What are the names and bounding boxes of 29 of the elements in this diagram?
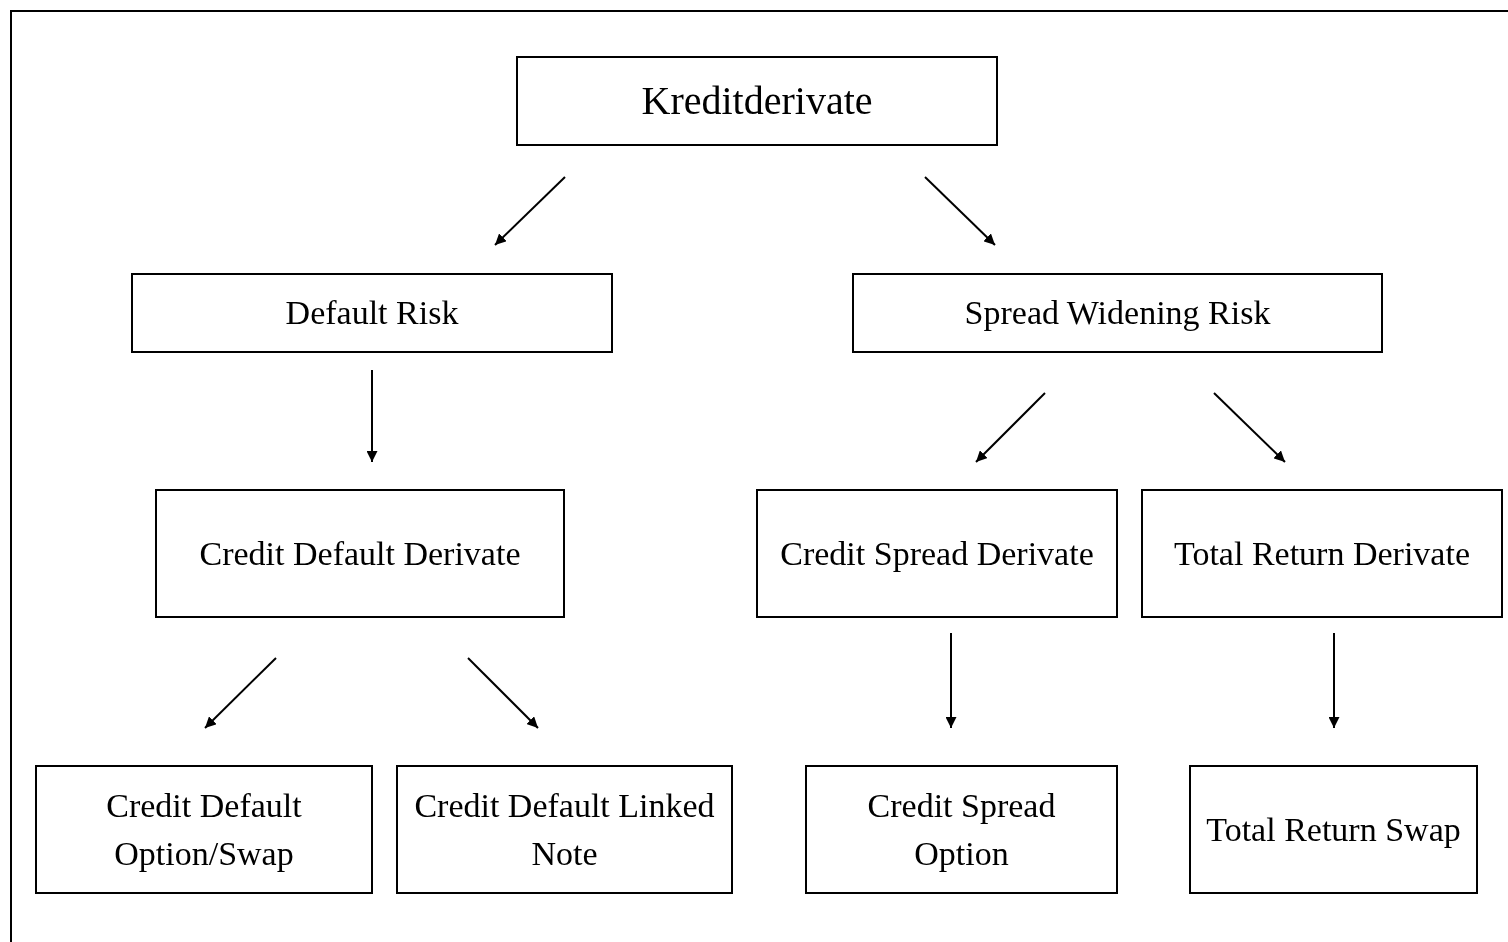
- category-box: [155, 489, 565, 618]
- arrow: [945, 632, 957, 729]
- arrow: [366, 369, 378, 463]
- category-box: [516, 56, 998, 146]
- arrow: [204, 657, 277, 729]
- arrow: [494, 176, 566, 246]
- box-label: Credit Default Option/Swap: [105, 785, 303, 874]
- arrow: [1213, 392, 1286, 463]
- category-box: [852, 273, 1383, 353]
- box-label: Credit Spread Derivate: [780, 533, 1094, 574]
- arrow: [975, 392, 1046, 463]
- category-box: [35, 765, 373, 894]
- category-box: [805, 765, 1118, 894]
- category-box: [1189, 765, 1478, 894]
- box-label: Default Risk: [285, 293, 459, 334]
- box-label: Credit Default Linked Note: [413, 785, 716, 874]
- arrow: [1328, 632, 1340, 729]
- box-label: Total Return Swap: [1206, 809, 1461, 850]
- category-box: [131, 273, 613, 353]
- box-label: Credit Spread Option: [866, 785, 1057, 874]
- category-box: [1141, 489, 1503, 618]
- box-label: Kreditderivate: [641, 77, 873, 125]
- box-label: Total Return Derivate: [1174, 533, 1470, 574]
- category-box: [756, 489, 1118, 618]
- category-box: [396, 765, 733, 894]
- arrow: [924, 176, 996, 246]
- box-label: Credit Default Derivate: [199, 533, 521, 574]
- box-label: Spread Widening Risk: [964, 293, 1271, 334]
- arrow: [467, 657, 539, 729]
